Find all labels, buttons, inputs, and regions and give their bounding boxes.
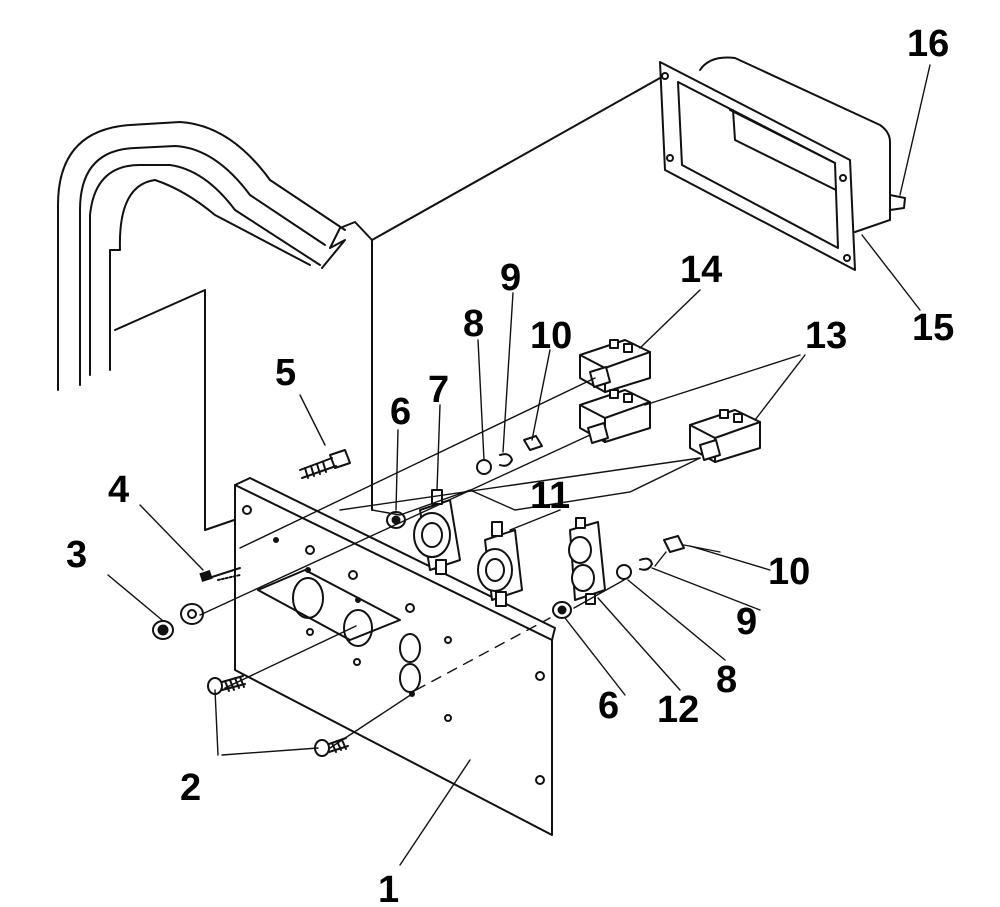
callout-10-bottom: 10 bbox=[768, 551, 810, 593]
leader-lines bbox=[107, 64, 931, 866]
fasteners bbox=[152, 449, 351, 757]
control-box bbox=[659, 56, 906, 271]
callout-8-top: 8 bbox=[463, 303, 484, 345]
callout-14: 14 bbox=[680, 249, 722, 291]
callout-6-top: 6 bbox=[390, 391, 411, 433]
callout-7: 7 bbox=[428, 369, 449, 411]
circuit-breakers bbox=[579, 339, 761, 463]
receptacles bbox=[386, 435, 685, 619]
callout-9-bottom: 9 bbox=[736, 601, 757, 643]
assembly-lines bbox=[199, 377, 721, 749]
frame-handle bbox=[57, 77, 661, 531]
callout-10-top: 10 bbox=[530, 315, 572, 357]
callout-16: 16 bbox=[907, 23, 949, 65]
callout-13: 13 bbox=[805, 315, 847, 357]
callout-12: 12 bbox=[657, 689, 699, 731]
callout-5: 5 bbox=[275, 352, 296, 394]
callout-2: 2 bbox=[180, 767, 201, 809]
control-panel bbox=[234, 477, 556, 836]
callout-8-bottom: 8 bbox=[716, 659, 737, 701]
callout-4: 4 bbox=[108, 469, 129, 511]
callout-6-bottom: 6 bbox=[598, 685, 619, 727]
callout-15: 15 bbox=[912, 307, 954, 349]
callout-1: 1 bbox=[378, 869, 399, 907]
callout-labels: 1 2 3 4 5 6 6 7 8 8 9 9 10 10 11 12 13 1… bbox=[66, 23, 954, 907]
callout-11: 11 bbox=[530, 475, 570, 517]
callout-3: 3 bbox=[66, 534, 87, 576]
callout-9-top: 9 bbox=[500, 257, 521, 299]
